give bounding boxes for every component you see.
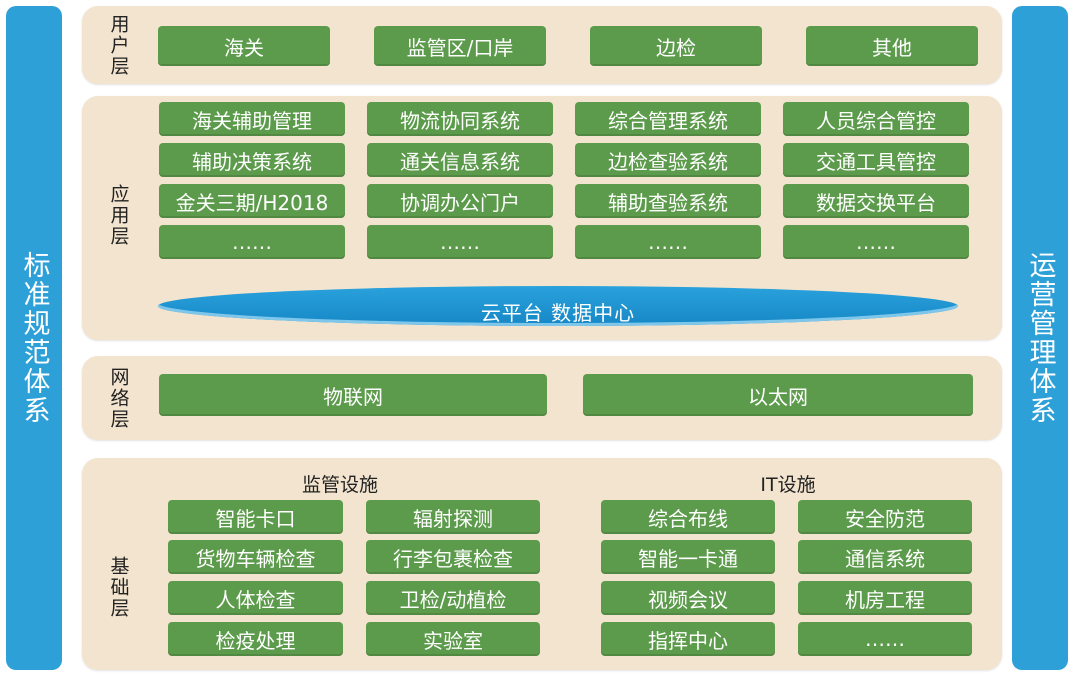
network-item: 物联网 xyxy=(159,374,547,416)
cloud-platform-disc xyxy=(158,286,958,326)
supervision-item: 检疫处理 xyxy=(168,622,343,656)
supervision-item: 人体检查 xyxy=(168,581,343,615)
standards-system-bar: 标准规范体系 xyxy=(6,6,62,670)
app-item: 边检查验系统 xyxy=(575,143,761,177)
app-item: 辅助决策系统 xyxy=(159,143,345,177)
it-item: 智能一卡通 xyxy=(601,540,775,574)
it-item: 通信系统 xyxy=(798,540,972,574)
user-item: 边检 xyxy=(590,26,762,66)
user-item: 海关 xyxy=(158,26,330,66)
app-item: 交通工具管控 xyxy=(783,143,969,177)
standards-system-label: 标准规范体系 xyxy=(18,251,50,425)
it-item: 视频会议 xyxy=(601,581,775,615)
user-layer-label: 用户层 xyxy=(107,13,130,77)
network-layer-label: 网络层 xyxy=(107,366,130,430)
app-item: 综合管理系统 xyxy=(575,102,761,136)
operations-management-label: 运营管理体系 xyxy=(1024,251,1056,425)
cloud-platform-label: 云平台 数据中心 xyxy=(480,300,636,325)
app-item: 通关信息系统 xyxy=(367,143,553,177)
app-item: 辅助查验系统 xyxy=(575,184,761,218)
supervision-item: 卫检/动植检 xyxy=(366,581,540,615)
supervision-item: 实验室 xyxy=(366,622,540,656)
base-layer-label: 基础层 xyxy=(107,555,130,619)
app-item: 金关三期/H2018 xyxy=(159,184,345,218)
app-item: …… xyxy=(575,225,761,259)
it-item: 指挥中心 xyxy=(601,622,775,656)
it-item: 安全防范 xyxy=(798,500,972,534)
app-item: 物流协同系统 xyxy=(367,102,553,136)
user-item: 监管区/口岸 xyxy=(374,26,546,66)
supervision-item: 智能卡口 xyxy=(168,500,343,534)
user-item: 其他 xyxy=(806,26,978,66)
supervision-item: 行李包裹检查 xyxy=(366,540,540,574)
supervision-item: 货物车辆检查 xyxy=(168,540,343,574)
app-item: 协调办公门户 xyxy=(367,184,553,218)
it-facilities-title: IT设施 xyxy=(760,473,816,496)
supervision-item: 辐射探测 xyxy=(366,500,540,534)
network-item: 以太网 xyxy=(583,374,973,416)
app-item: …… xyxy=(159,225,345,259)
app-item: …… xyxy=(783,225,969,259)
supervision-facilities-title: 监管设施 xyxy=(301,473,378,496)
app-item: 数据交换平台 xyxy=(783,184,969,218)
it-item: 综合布线 xyxy=(601,500,775,534)
app-item: …… xyxy=(367,225,553,259)
operations-management-bar: 运营管理体系 xyxy=(1012,6,1068,670)
it-item: 机房工程 xyxy=(798,581,972,615)
app-item: 海关辅助管理 xyxy=(159,102,345,136)
application-layer-label: 应用层 xyxy=(107,183,130,247)
app-item: 人员综合管控 xyxy=(783,102,969,136)
it-item: …… xyxy=(798,622,972,656)
